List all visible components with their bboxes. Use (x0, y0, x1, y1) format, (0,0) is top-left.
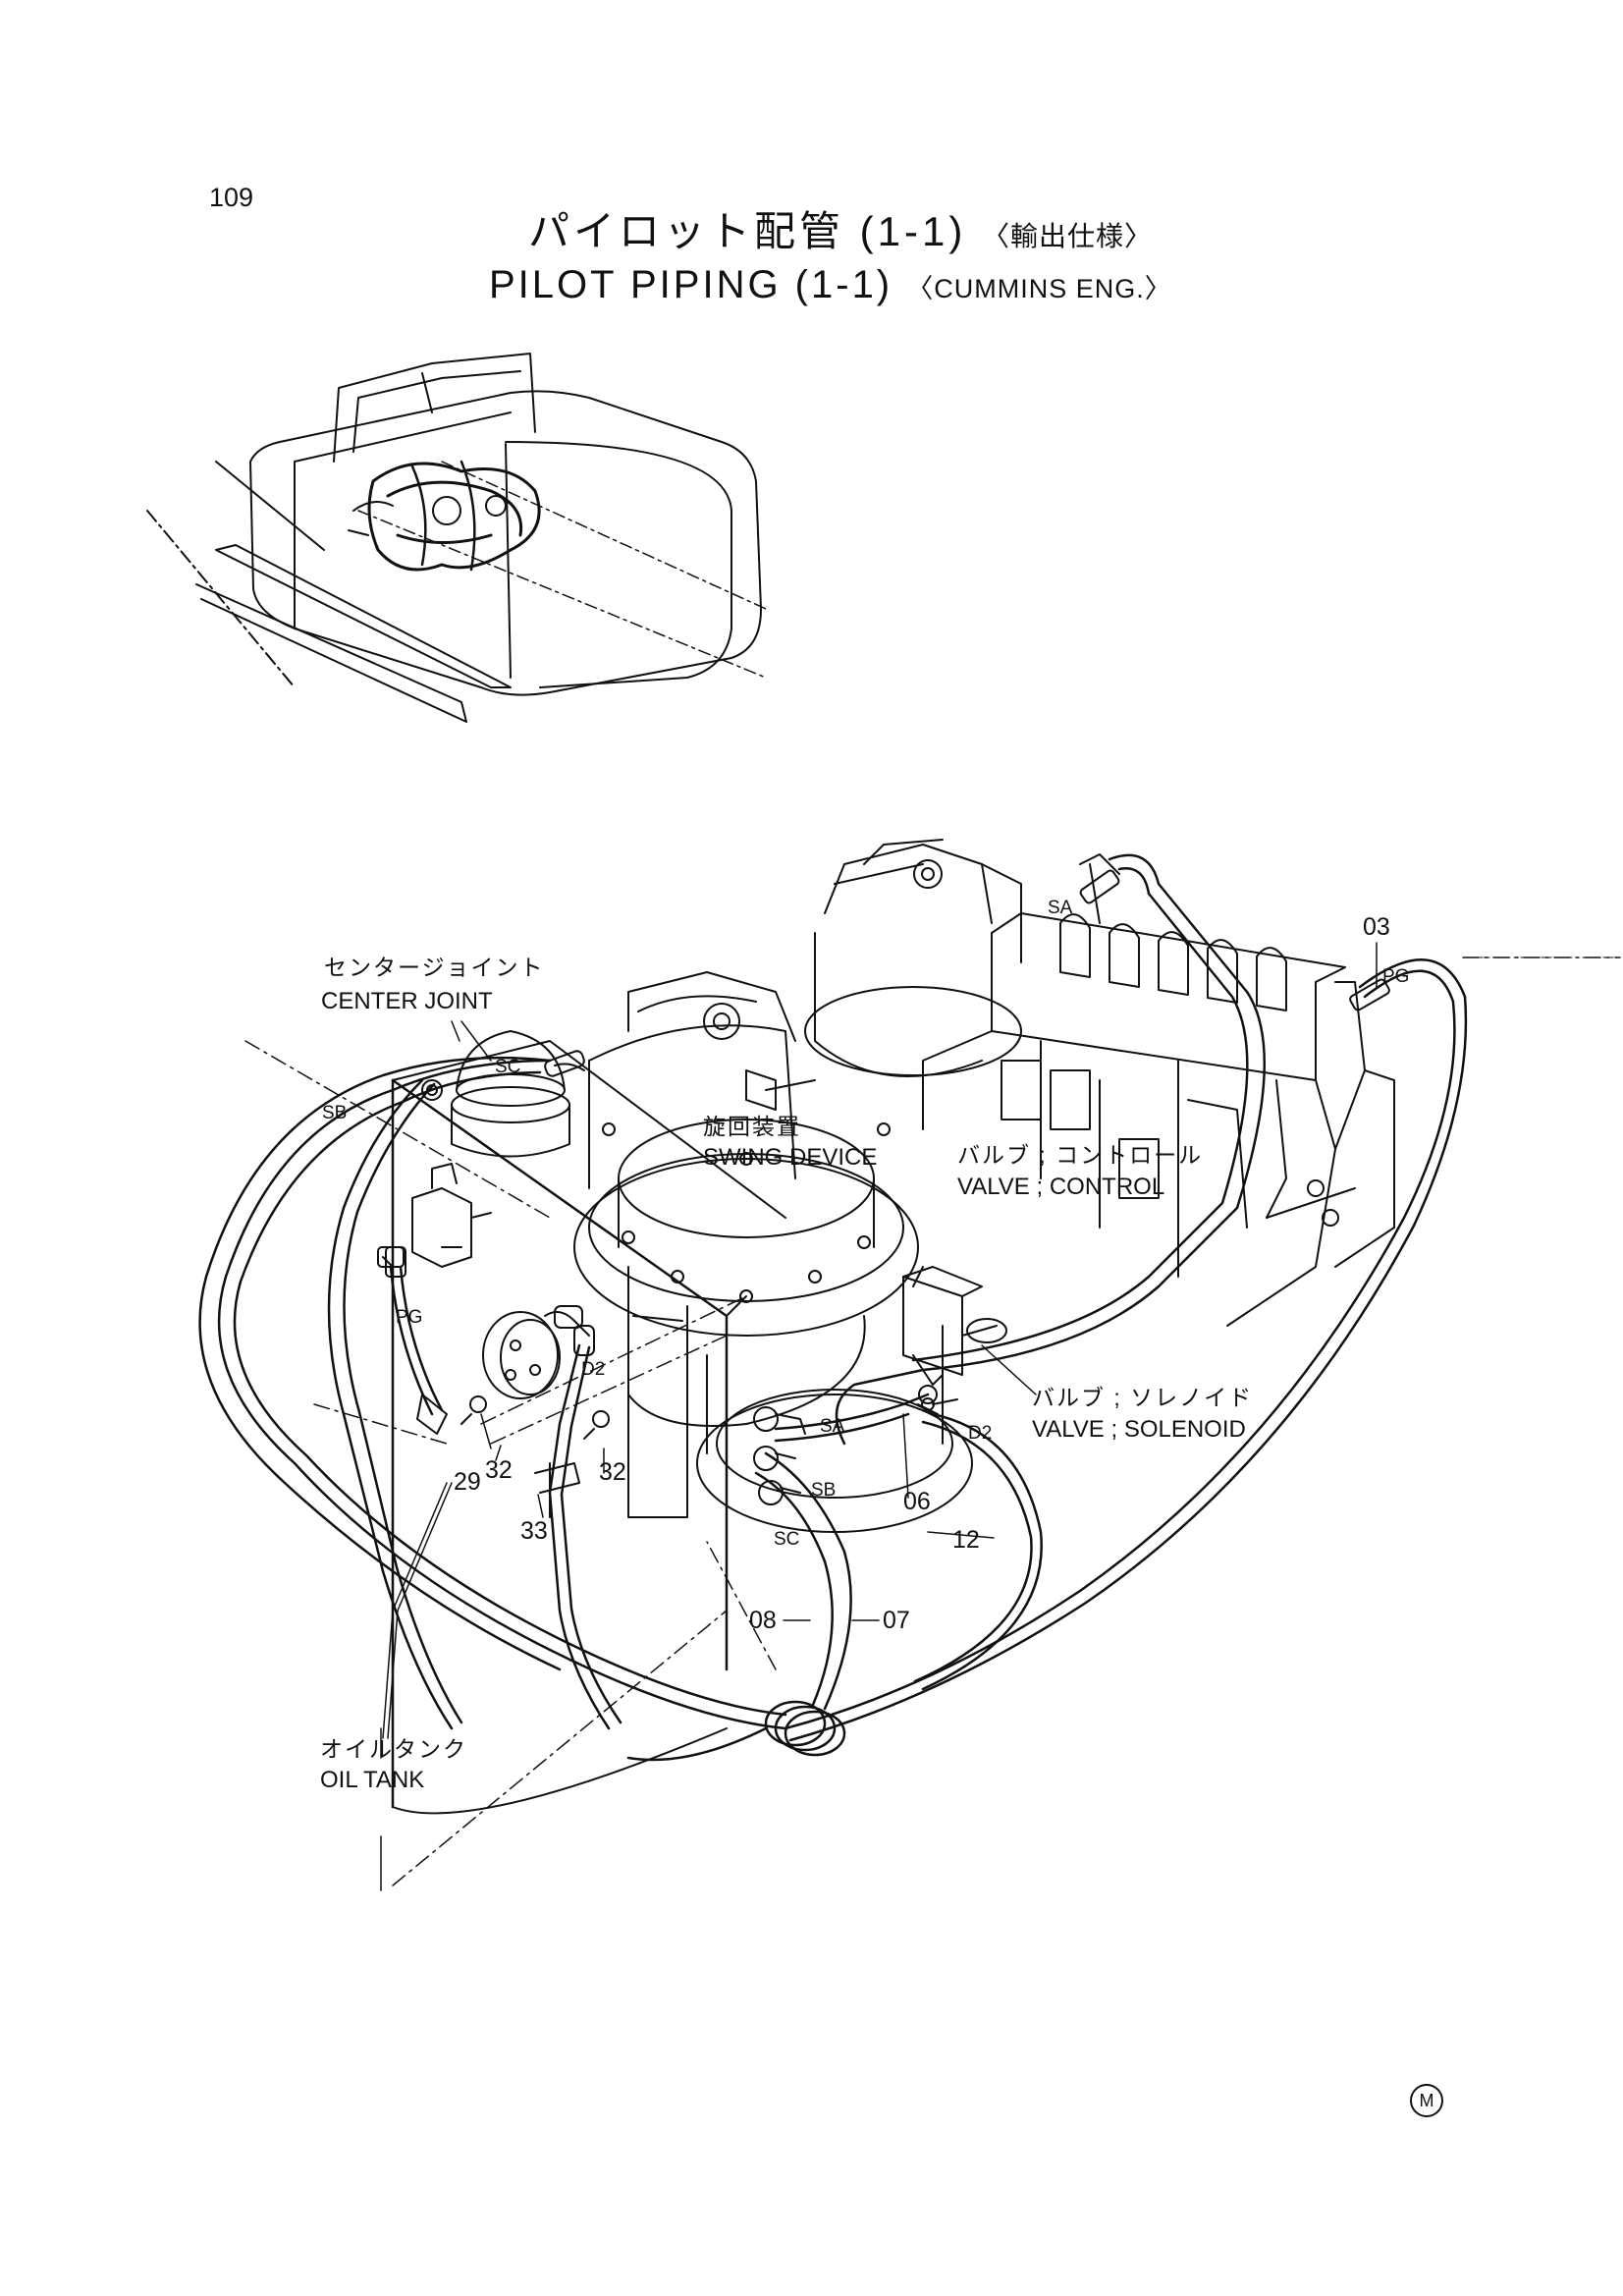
part-number-32b: 32 (599, 1458, 626, 1486)
port-tag-sc-top: SC (495, 1057, 521, 1077)
part-number-06: 06 (903, 1488, 931, 1515)
oil-tank-label-jp: オイルタンク (320, 1736, 467, 1762)
part-number-03: 03 (1363, 913, 1390, 941)
title-english: PILOT PIPING (1-1) 〈CUMMINS ENG.〉 (489, 265, 1172, 304)
oil-tank-outline (391, 1040, 786, 1815)
port-tag-pg-right: PG (1382, 966, 1410, 987)
port-tag-sc-low: SC (774, 1529, 800, 1550)
part-number-32a: 32 (485, 1456, 513, 1484)
part-number-12: 12 (952, 1526, 980, 1554)
machine-overview-inset (146, 353, 767, 723)
valve-solenoid-label-en: VALVE ; SOLENOID (1032, 1416, 1246, 1443)
control-valve-drawing (804, 839, 1395, 1327)
title-en-main: PILOT PIPING (1-1) (489, 263, 893, 306)
center-joint-label-en: CENTER JOINT (321, 988, 493, 1014)
part-number-33: 33 (520, 1517, 548, 1545)
valve-control-label-jp: バルブ ; コントロール (957, 1142, 1204, 1168)
part-number-07: 07 (883, 1607, 910, 1634)
port-tag-sb-low: SB (811, 1480, 837, 1501)
port-tag-d2-low: D2 (968, 1423, 993, 1444)
accumulator-drawing (382, 1163, 595, 1399)
part-number-29: 29 (454, 1468, 481, 1496)
pilot-hoses (198, 853, 1468, 1762)
port-tag-pg-left: PG (396, 1307, 423, 1328)
title-jp-main: パイロット配管 (1-1) (528, 208, 967, 254)
hose-fittings (377, 869, 1390, 1518)
port-tag-sa-top: SA (1048, 898, 1073, 918)
title-en-note: 〈CUMMINS ENG.〉 (906, 274, 1172, 303)
page-number: 109 (209, 183, 254, 212)
port-tag-sa-low: SA (820, 1416, 845, 1437)
valve-control-label-en: VALVE ; CONTROL (957, 1174, 1165, 1200)
port-tag-d2-mid: D2 (581, 1359, 606, 1380)
solenoid-valve-drawing (902, 1266, 1007, 1415)
leader-lines (380, 942, 1378, 1891)
title-jp-note: 〈輸出仕様〉 (982, 221, 1154, 251)
center-joint-label-jp: センタージョイント (324, 955, 545, 980)
oil-tank-label-en: OIL TANK (320, 1767, 425, 1793)
swing-device-drawing (573, 971, 973, 1533)
part-number-08: 08 (749, 1607, 777, 1634)
valve-solenoid-label-jp: バルブ ; ソレノイド (1032, 1385, 1254, 1410)
swing-device-label-en: SWING DEVICE (703, 1144, 878, 1171)
main-piping-diagram (198, 839, 1621, 1891)
center-lines (244, 957, 1621, 1886)
port-tag-sb-left: SB (322, 1103, 348, 1123)
title-japanese: パイロット配管 (1-1) 〈輸出仕様〉 (528, 211, 1153, 252)
swing-device-label-jp: 旋回装置 (703, 1114, 801, 1139)
manufacturer-mark: M (1410, 2084, 1443, 2117)
